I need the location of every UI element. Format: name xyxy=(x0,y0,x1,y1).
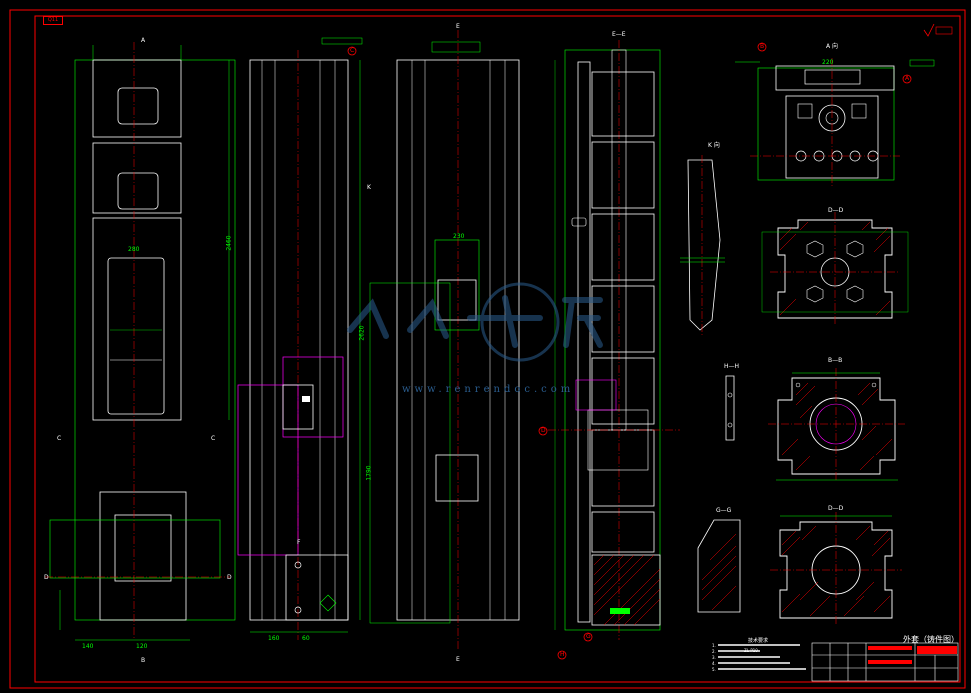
mark-e-bottom: E xyxy=(456,656,460,663)
title-block-highlight xyxy=(868,646,912,650)
tech-item-2: 2. xyxy=(712,649,716,654)
tech-item-4: 4. xyxy=(712,661,716,666)
d-section-upper xyxy=(761,212,909,325)
title-block xyxy=(811,642,959,682)
mark-d-circle: D xyxy=(541,427,546,434)
drawing-title: 外套（铸件图） xyxy=(903,635,959,644)
mark-e-top: E xyxy=(456,23,460,30)
mark-c-left: C xyxy=(57,435,62,442)
tech-requirements-block xyxy=(718,644,806,670)
mark-f: F xyxy=(297,539,301,546)
mark-b-bottom: B xyxy=(141,657,146,664)
section-markers xyxy=(347,42,912,660)
dim-base-1: 160 xyxy=(268,635,280,642)
tech-item-3: 3. xyxy=(712,655,716,660)
front-elevation-view xyxy=(45,42,236,641)
mark-h: H xyxy=(560,651,565,658)
mark-a-circle: A xyxy=(905,75,910,82)
dim-top-width: 280 xyxy=(128,246,140,253)
mark-c-right: C xyxy=(211,435,216,442)
view-title-a: A 向 xyxy=(826,43,839,50)
watermark-url: www.renrendoc.com xyxy=(402,384,575,395)
dim-window: 230 xyxy=(453,233,465,240)
side-elevation-view xyxy=(237,37,363,640)
a-view xyxy=(735,58,935,188)
tech-item-5: 5. xyxy=(712,667,716,672)
outer-border xyxy=(9,9,966,689)
dim-base-4: 120 xyxy=(136,643,148,650)
h-section xyxy=(725,375,735,441)
g-section xyxy=(697,519,741,613)
dim-base-3: 140 xyxy=(82,643,94,650)
k-view xyxy=(680,155,725,335)
mark-g: G xyxy=(586,633,591,640)
dim-a-view: 220 xyxy=(822,59,834,66)
dim-side-height: 2620 xyxy=(358,325,366,341)
view-title-h: H—H xyxy=(724,363,740,370)
view-title-e: E—E xyxy=(612,31,626,38)
rear-elevation-view xyxy=(369,30,520,650)
mark-d-left: D xyxy=(44,574,49,581)
dim-base-2: 60 xyxy=(302,635,310,642)
view-title-d-lower: D—D xyxy=(828,505,844,512)
watermark-logo xyxy=(347,282,603,362)
mark-b-circle: B xyxy=(760,43,765,50)
tech-item-2-text: ZL-P10 xyxy=(744,648,758,653)
mark-a-top: A xyxy=(141,37,146,44)
tech-item-1: 1. xyxy=(712,643,716,648)
inner-border xyxy=(34,15,961,683)
view-title-b: B—B xyxy=(828,357,843,364)
mark-k: K xyxy=(367,184,371,191)
d-section-lower xyxy=(770,512,902,625)
view-title-g: G—G xyxy=(716,507,732,514)
b-section xyxy=(768,368,905,482)
mark-c-circle: C xyxy=(350,47,355,54)
roughness-box xyxy=(935,26,953,35)
title-block-highlight-2 xyxy=(868,660,912,664)
roughness-symbol xyxy=(923,23,935,37)
dim-front-height: 2460 xyxy=(225,235,233,251)
sheet-tag: Q11 xyxy=(43,16,63,25)
title-block-highlight-3 xyxy=(917,646,957,654)
mark-d-right: D xyxy=(227,574,232,581)
dim-rear-height: 1790 xyxy=(365,465,373,481)
view-title-d-upper: D—D xyxy=(828,207,844,214)
view-title-k: K 向 xyxy=(708,142,720,149)
tech-requirements-title: 技术要求 xyxy=(748,638,769,644)
